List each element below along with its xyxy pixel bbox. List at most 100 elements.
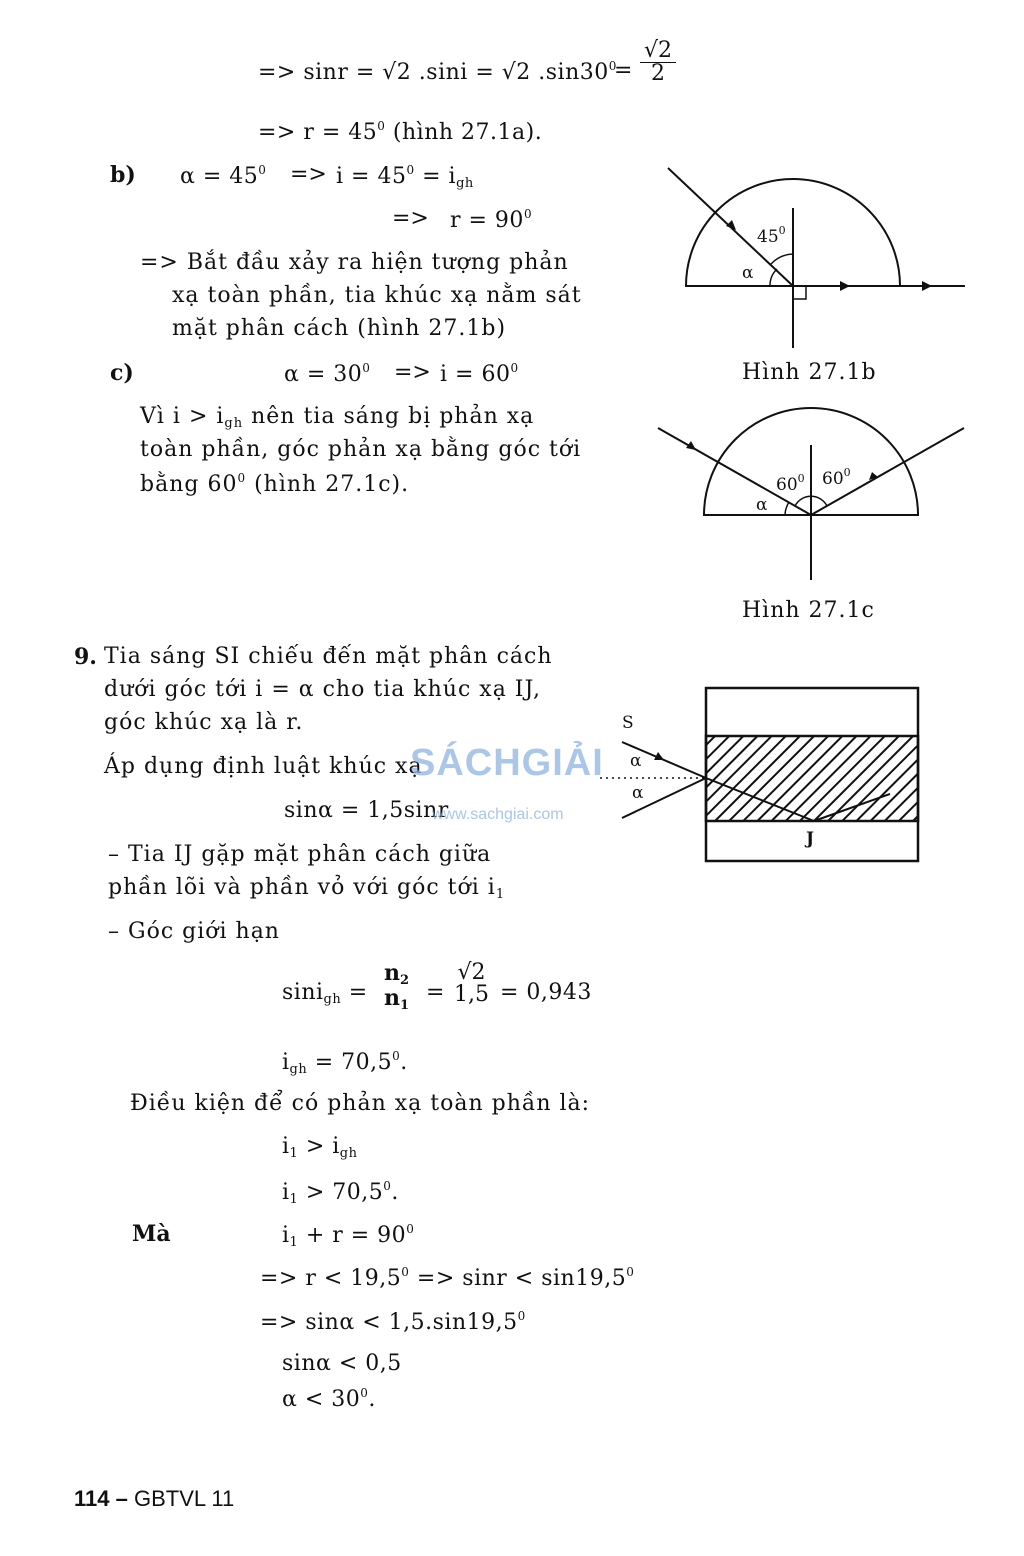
degree-mark: 0 [258, 163, 267, 177]
ray-arrow-icon [726, 220, 736, 230]
alpha-label: α [742, 263, 754, 283]
arrow-implies: => [290, 162, 327, 187]
question-9-line6: phần lõi và phần vỏ với góc tới i1 [108, 877, 506, 902]
equation-sinalpha-lt: => sinα < 1,5.sin19,50 [260, 1309, 526, 1335]
r-value: r = 90 [450, 208, 524, 233]
degree-mark: 0 [377, 119, 386, 133]
question-9-line4: Áp dụng định luật khúc xạ [104, 754, 423, 779]
ray-arrow-icon [840, 281, 850, 291]
text-fragment: sini [282, 980, 324, 1005]
figure-reference: (hình 27.1a). [385, 120, 543, 145]
question-9-line1: Tia sáng SI chiếu đến mặt phân cách [104, 644, 553, 669]
alpha-value: α = 45 [180, 164, 259, 189]
equation-sinr-text: => sinr = √2 .sini = √2 .sin30 [258, 60, 609, 85]
text-fragment: bằng 60 [140, 472, 238, 497]
figure-27-1c: 600 600 α [657, 407, 965, 580]
figure-reference: (hình 27.1c). [246, 472, 410, 497]
part-c-alpha: α = 300 [284, 362, 370, 386]
degree-mark: 0 [406, 163, 415, 177]
equation-i1-plus-r: i1 + r = 900 [282, 1222, 415, 1250]
subscript: gh [456, 176, 474, 191]
fraction-n2-over-n1: n2 n1 [380, 962, 413, 1012]
equation-sinalpha-lt-0-5: sinα < 0,5 [282, 1351, 402, 1376]
degree-mark: 0 [608, 59, 617, 73]
question-9-line7: – Góc giới hạn [108, 919, 280, 944]
ray-arrow-icon [922, 281, 932, 291]
text-fragment: Vì i > i [140, 404, 225, 429]
figure-27-1b-caption: Hình 27.1b [742, 360, 877, 385]
part-c-paragraph-line3: bằng 600 (hình 27.1c). [140, 472, 409, 496]
fraction-sqrt2-over-1-5: √2 1,5 [450, 962, 493, 1006]
i-value: i = 60 [440, 362, 511, 387]
subscript: gh [289, 1062, 308, 1077]
part-b-alpha: α = 450 [180, 164, 266, 188]
part-b-r: r = 900 [450, 208, 532, 232]
reflected-ray [810, 427, 965, 516]
equation-r-45: => r = 450 (hình 27.1a). [258, 120, 542, 144]
alpha-value: α = 30 [284, 362, 363, 387]
degree-mark: 0 [237, 471, 247, 485]
fraction-numerator: n2 [384, 960, 410, 988]
point-J-label: J [804, 829, 814, 849]
incident-ray [657, 427, 812, 516]
angle-label-60-left: 600 [776, 472, 805, 495]
alpha-label-lower: α [632, 783, 644, 803]
book-code: GBTVL 11 [133, 1486, 235, 1511]
text-fragment: i [282, 1050, 290, 1075]
question-9-line5: – Tia IJ gặp mặt phân cách giữa [108, 842, 492, 867]
degree-mark: 0 [523, 207, 533, 221]
equation-result: = 0,943 [500, 980, 592, 1005]
angle-arc-alpha [784, 501, 790, 516]
fraction-numerator: √2 [457, 960, 486, 985]
semicircle-prism [702, 407, 920, 516]
question-9-line3: góc khúc xạ là r. [104, 710, 304, 735]
equation-sin-igh: sinigh = [282, 980, 368, 1007]
angle-arc-alpha [769, 268, 778, 287]
total-reflection-condition: Điều kiện để có phản xạ toàn phần là: [130, 1091, 591, 1116]
equation-sinr-equals: = [614, 58, 633, 83]
equation-igh: igh = 70,50. [282, 1050, 408, 1076]
equation-snell: sinα = 1,5sinr [284, 798, 449, 823]
subscript: gh [224, 416, 244, 431]
figure-9-optical-fiber: S α α J [600, 686, 920, 863]
ray-arrow-icon [654, 752, 664, 760]
part-b-i: i = 450 = igh [336, 164, 474, 190]
degree-mark: 0 [510, 361, 519, 375]
alpha-label: α [756, 495, 768, 515]
equation-r-lt-19-5: => r < 19,50 => sinr < sin19,50 [260, 1265, 635, 1291]
fraction-denominator: n1 [384, 985, 410, 1013]
equation-r-text: => r = 45 [258, 120, 378, 145]
ray-arrow-icon [869, 472, 878, 480]
watermark-url: www.sachgiai.com [432, 806, 564, 823]
part-b-label: b) [110, 162, 136, 188]
question-9-line2: dưới góc tới i = α cho tia khúc xạ IJ, [104, 677, 542, 702]
equation-sinr: => sinr = √2 .sini = √2 .sin300 [258, 60, 617, 84]
semicircle-prism [684, 178, 902, 287]
degree-mark: 0 [362, 361, 371, 375]
i-value: i = 45 [336, 164, 407, 189]
footer-dash: – [109, 1486, 134, 1511]
figure-27-1c-caption: Hình 27.1c [742, 598, 875, 623]
degree-mark: 0 [392, 1049, 401, 1063]
alpha-label-upper: α [630, 751, 642, 771]
text-fragment: = 70,5 [307, 1050, 393, 1075]
subscript: 1 [495, 887, 506, 902]
angle-arc-reflection [794, 495, 828, 507]
part-b-paragraph-line3: mặt phân cách (hình 27.1b) [172, 316, 507, 341]
page-footer: 114 – GBTVL 11 [74, 1488, 234, 1510]
reflected-ray [621, 777, 707, 819]
right-angle-mark [792, 285, 807, 300]
question-9-number: 9. [74, 644, 97, 670]
page-number: 114 [74, 1486, 110, 1511]
arrow-implies: => [392, 206, 429, 231]
reflected-ray-J [813, 793, 891, 822]
equals-sign: = [348, 980, 368, 1005]
refracted-ray-IJ [705, 777, 815, 822]
angle-arc-incidence [770, 253, 794, 265]
condition-i1-gt-70-5: i1 > 70,50. [282, 1179, 399, 1207]
text-fragment: . [400, 1050, 408, 1075]
angle-label-60-right: 600 [822, 466, 851, 489]
part-c-i: i = 600 [440, 362, 519, 386]
equation-alpha-lt-30: α < 300. [282, 1386, 376, 1412]
i-equals: = i [414, 164, 457, 189]
